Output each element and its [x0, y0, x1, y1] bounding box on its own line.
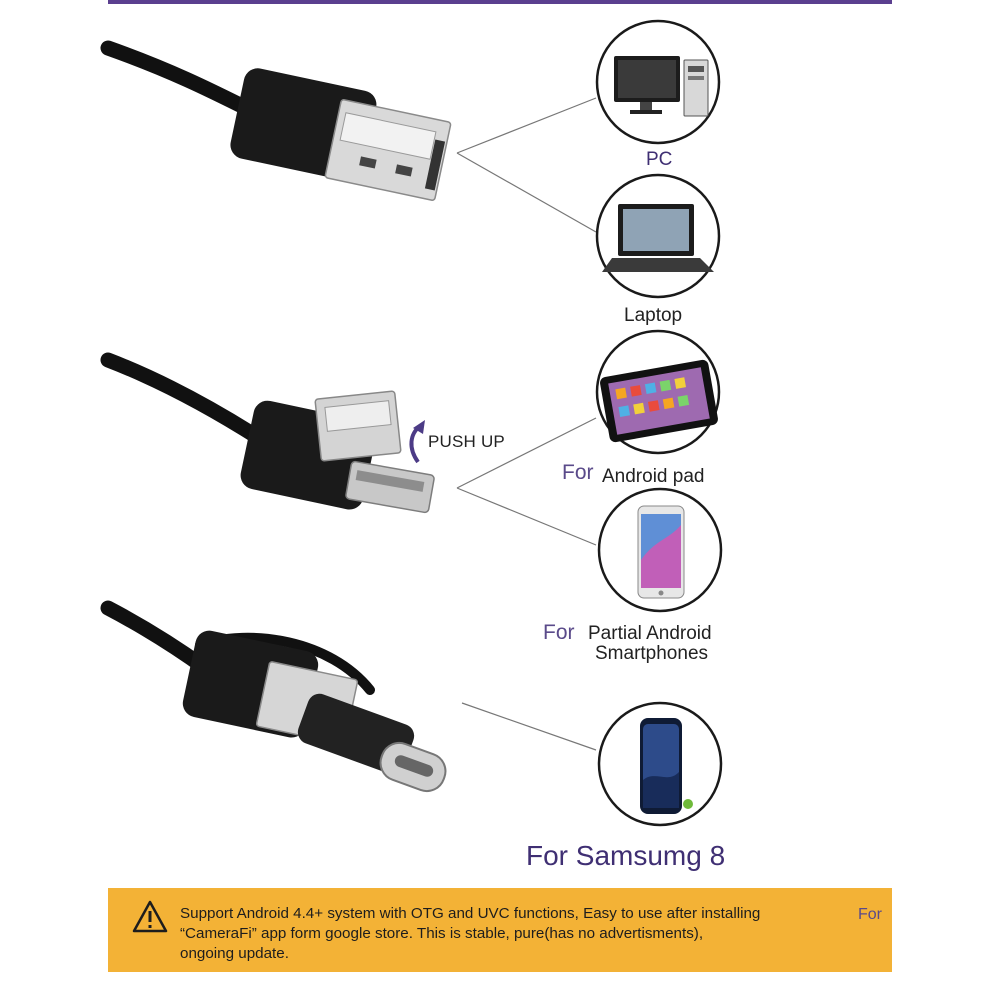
usb-a-micro-usb-push-up — [100, 352, 435, 514]
device-label-pc: PC — [646, 149, 673, 170]
device-label-phone-line1: Partial Android — [588, 623, 712, 644]
device-label-tablet-for: For — [562, 461, 594, 484]
notice-banner: Support Android 4.4+ system with OTG and… — [108, 888, 892, 972]
device-label-tablet: Android pad — [602, 466, 705, 487]
push-up-label: PUSH UP — [428, 432, 505, 451]
connector-line-pc — [456, 97, 597, 154]
desktop-pc-icon — [595, 19, 721, 145]
samsung-phone-icon — [597, 701, 723, 827]
device-label-phone-line2: Smartphones — [595, 643, 709, 664]
usb-a-type-c-adapter — [100, 600, 447, 793]
connector-line-tablet — [456, 417, 597, 489]
top-rule — [108, 0, 892, 4]
connector-line-phone — [456, 487, 597, 546]
device-label-samsung: For Samsumg 8 — [526, 840, 726, 871]
connector-lines — [456, 97, 597, 751]
warning-triangle-icon — [132, 900, 168, 933]
notice-line-3: ongoing update. — [180, 945, 289, 962]
device-label-laptop: Laptop — [624, 305, 683, 326]
smartphone-icon — [597, 487, 723, 613]
notice-trailing-for: For — [858, 906, 882, 923]
device-label-phone-for: For — [543, 621, 575, 644]
usb-a-micro-usb-dual-head — [100, 40, 452, 201]
connector-line-laptop — [456, 152, 597, 233]
connector-line-samsung — [461, 702, 597, 751]
tablet-icon — [595, 329, 721, 455]
notice-line-2: “CameraFi” app form google store. This i… — [180, 925, 704, 942]
notice-text: Support Android 4.4+ system with OTG and… — [180, 904, 860, 964]
laptop-icon — [595, 173, 721, 299]
notice-line-1: Support Android 4.4+ system with OTG and… — [180, 905, 761, 922]
